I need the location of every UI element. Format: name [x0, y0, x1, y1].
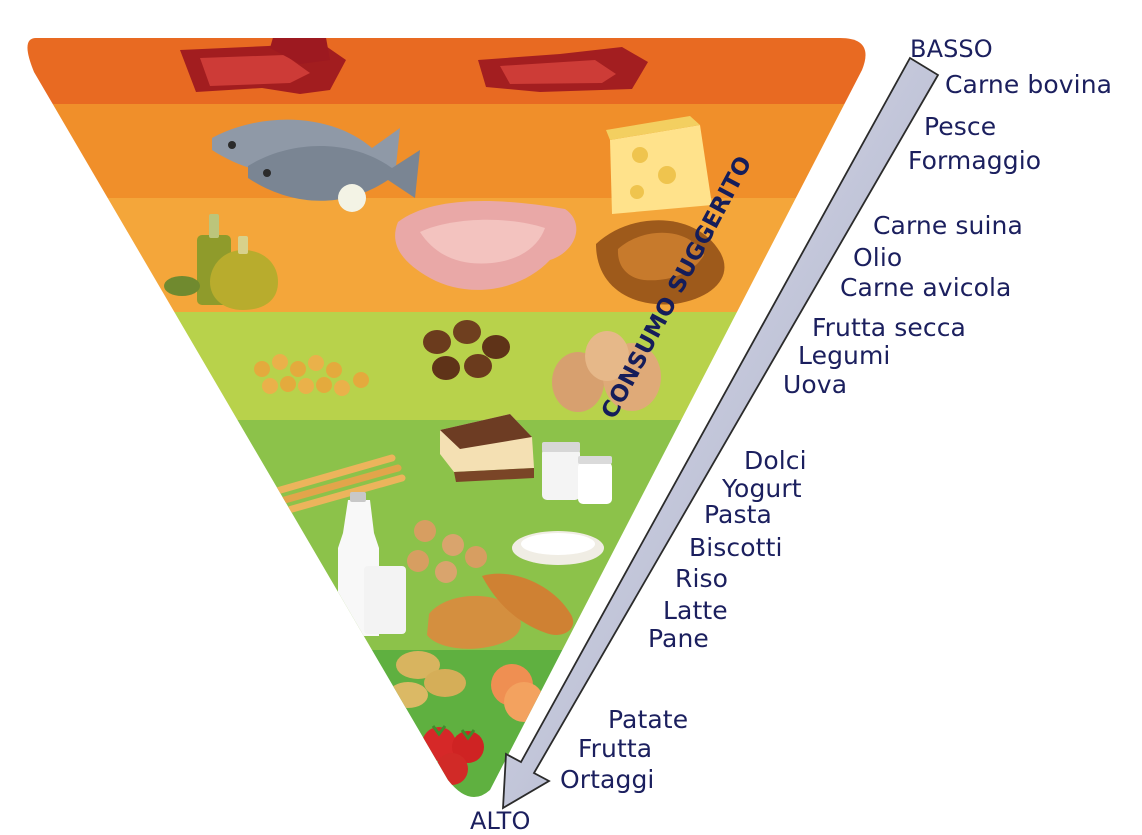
consumption-arrow [503, 58, 938, 808]
cookies-icon [407, 520, 487, 583]
potato-icon [388, 651, 466, 708]
steak-icon [180, 20, 346, 94]
yogurt-icon [542, 442, 612, 504]
chickpeas-icon [254, 354, 369, 396]
inverted-pyramid [0, 20, 920, 820]
rice-icon [512, 531, 604, 565]
label-carne-avicola: Carne avicola [840, 273, 1011, 303]
label-legumi: Legumi [798, 341, 890, 371]
label-pane: Pane [648, 624, 709, 654]
label-pasta: Pasta [704, 500, 772, 530]
band-1 [0, 30, 920, 104]
label-patate: Patate [608, 705, 688, 735]
cake-icon [440, 414, 534, 482]
peach-icon [491, 664, 544, 722]
band-3 [0, 198, 920, 312]
cheese-icon [606, 116, 712, 214]
alto-label: ALTO [470, 807, 530, 835]
chestnuts-icon [423, 320, 510, 380]
label-carne-suina: Carne suina [873, 211, 1023, 241]
label-riso: Riso [675, 564, 728, 594]
pork-chop-icon [395, 201, 576, 290]
band-4 [0, 312, 920, 420]
label-uova: Uova [783, 370, 847, 400]
label-pesce: Pesce [924, 112, 996, 142]
label-biscotti: Biscotti [689, 533, 783, 563]
tomato-icon [422, 726, 484, 785]
label-ortaggi: Ortaggi [560, 765, 654, 795]
bread-icon [427, 574, 573, 649]
label-carne-bovina: Carne bovina [945, 70, 1112, 100]
pasta-icon [270, 458, 402, 513]
label-dolci: Dolci [744, 446, 807, 476]
label-frutta-secca: Frutta secca [812, 313, 966, 343]
fish-icon [212, 120, 420, 212]
basso-label: BASSO [910, 35, 993, 63]
milk-icon [338, 492, 406, 636]
olive-oil-icon [164, 214, 278, 310]
band-2 [0, 104, 920, 198]
label-olio: Olio [853, 243, 902, 273]
label-formaggio: Formaggio [908, 146, 1041, 176]
band-6 [0, 650, 920, 820]
label-frutta: Frutta [578, 734, 652, 764]
label-latte: Latte [663, 596, 728, 626]
consumption-axis-label: CONSUMO SUGGERITO [595, 151, 759, 424]
steak-icon [478, 47, 648, 92]
